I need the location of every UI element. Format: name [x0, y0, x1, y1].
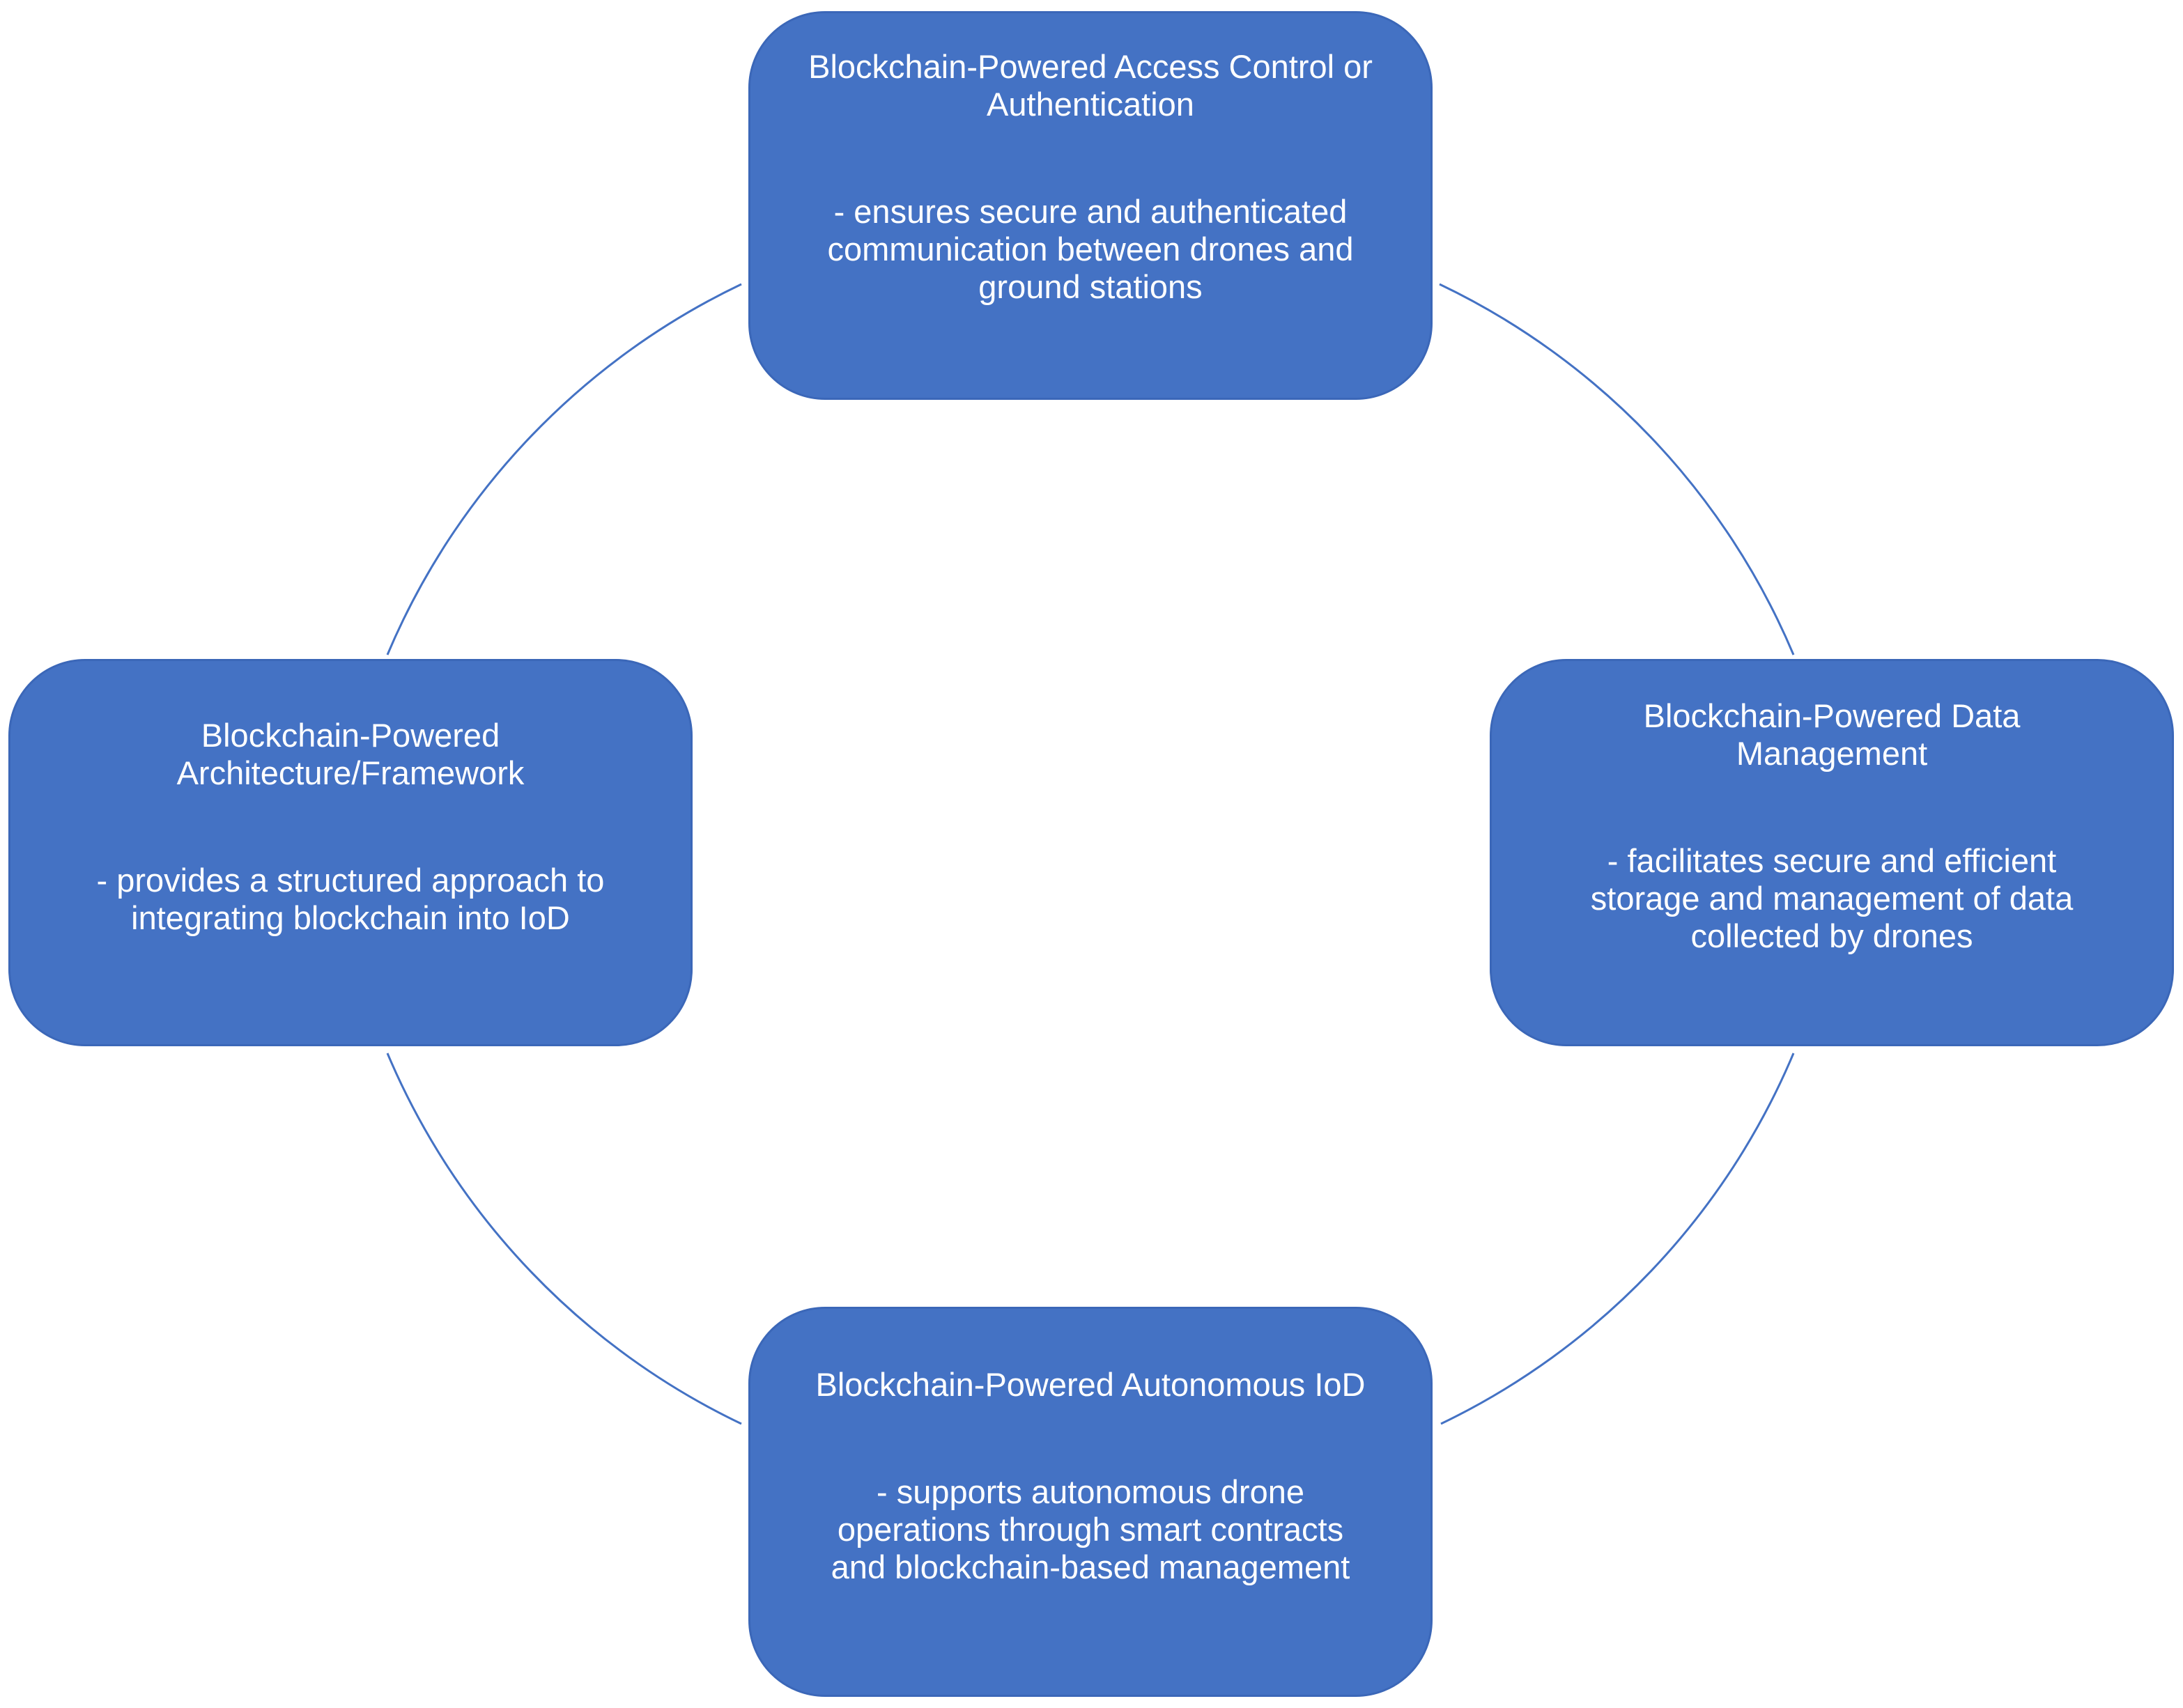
connector-top-right: [1439, 283, 1795, 655]
node-title: Blockchain-Powered Access Control or Aut…: [808, 48, 1373, 123]
node-autonomous-iod: Blockchain-Powered Autonomous IoD - supp…: [748, 1307, 1433, 1697]
node-description: - supports autonomous drone operations t…: [831, 1473, 1350, 1585]
node-architecture-framework: Blockchain-Powered Architecture/Framewor…: [8, 659, 693, 1046]
node-access-control: Blockchain-Powered Access Control or Aut…: [748, 11, 1433, 400]
node-description: - facilitates secure and efficient stora…: [1590, 842, 2074, 954]
node-data-management: Blockchain-Powered Data Management - fac…: [1490, 659, 2174, 1046]
node-title: Blockchain-Powered Architecture/Framewor…: [176, 717, 525, 791]
connector-right-bottom: [1440, 1053, 1795, 1425]
node-title: Blockchain-Powered Autonomous IoD: [815, 1366, 1366, 1403]
node-description: - ensures secure and authenticated commu…: [827, 193, 1354, 305]
connector-left-top: [386, 283, 742, 655]
node-description: - provides a structured approach to inte…: [96, 862, 605, 936]
node-title: Blockchain-Powered Data Management: [1643, 697, 2021, 772]
connector-bottom-left: [386, 1053, 742, 1425]
